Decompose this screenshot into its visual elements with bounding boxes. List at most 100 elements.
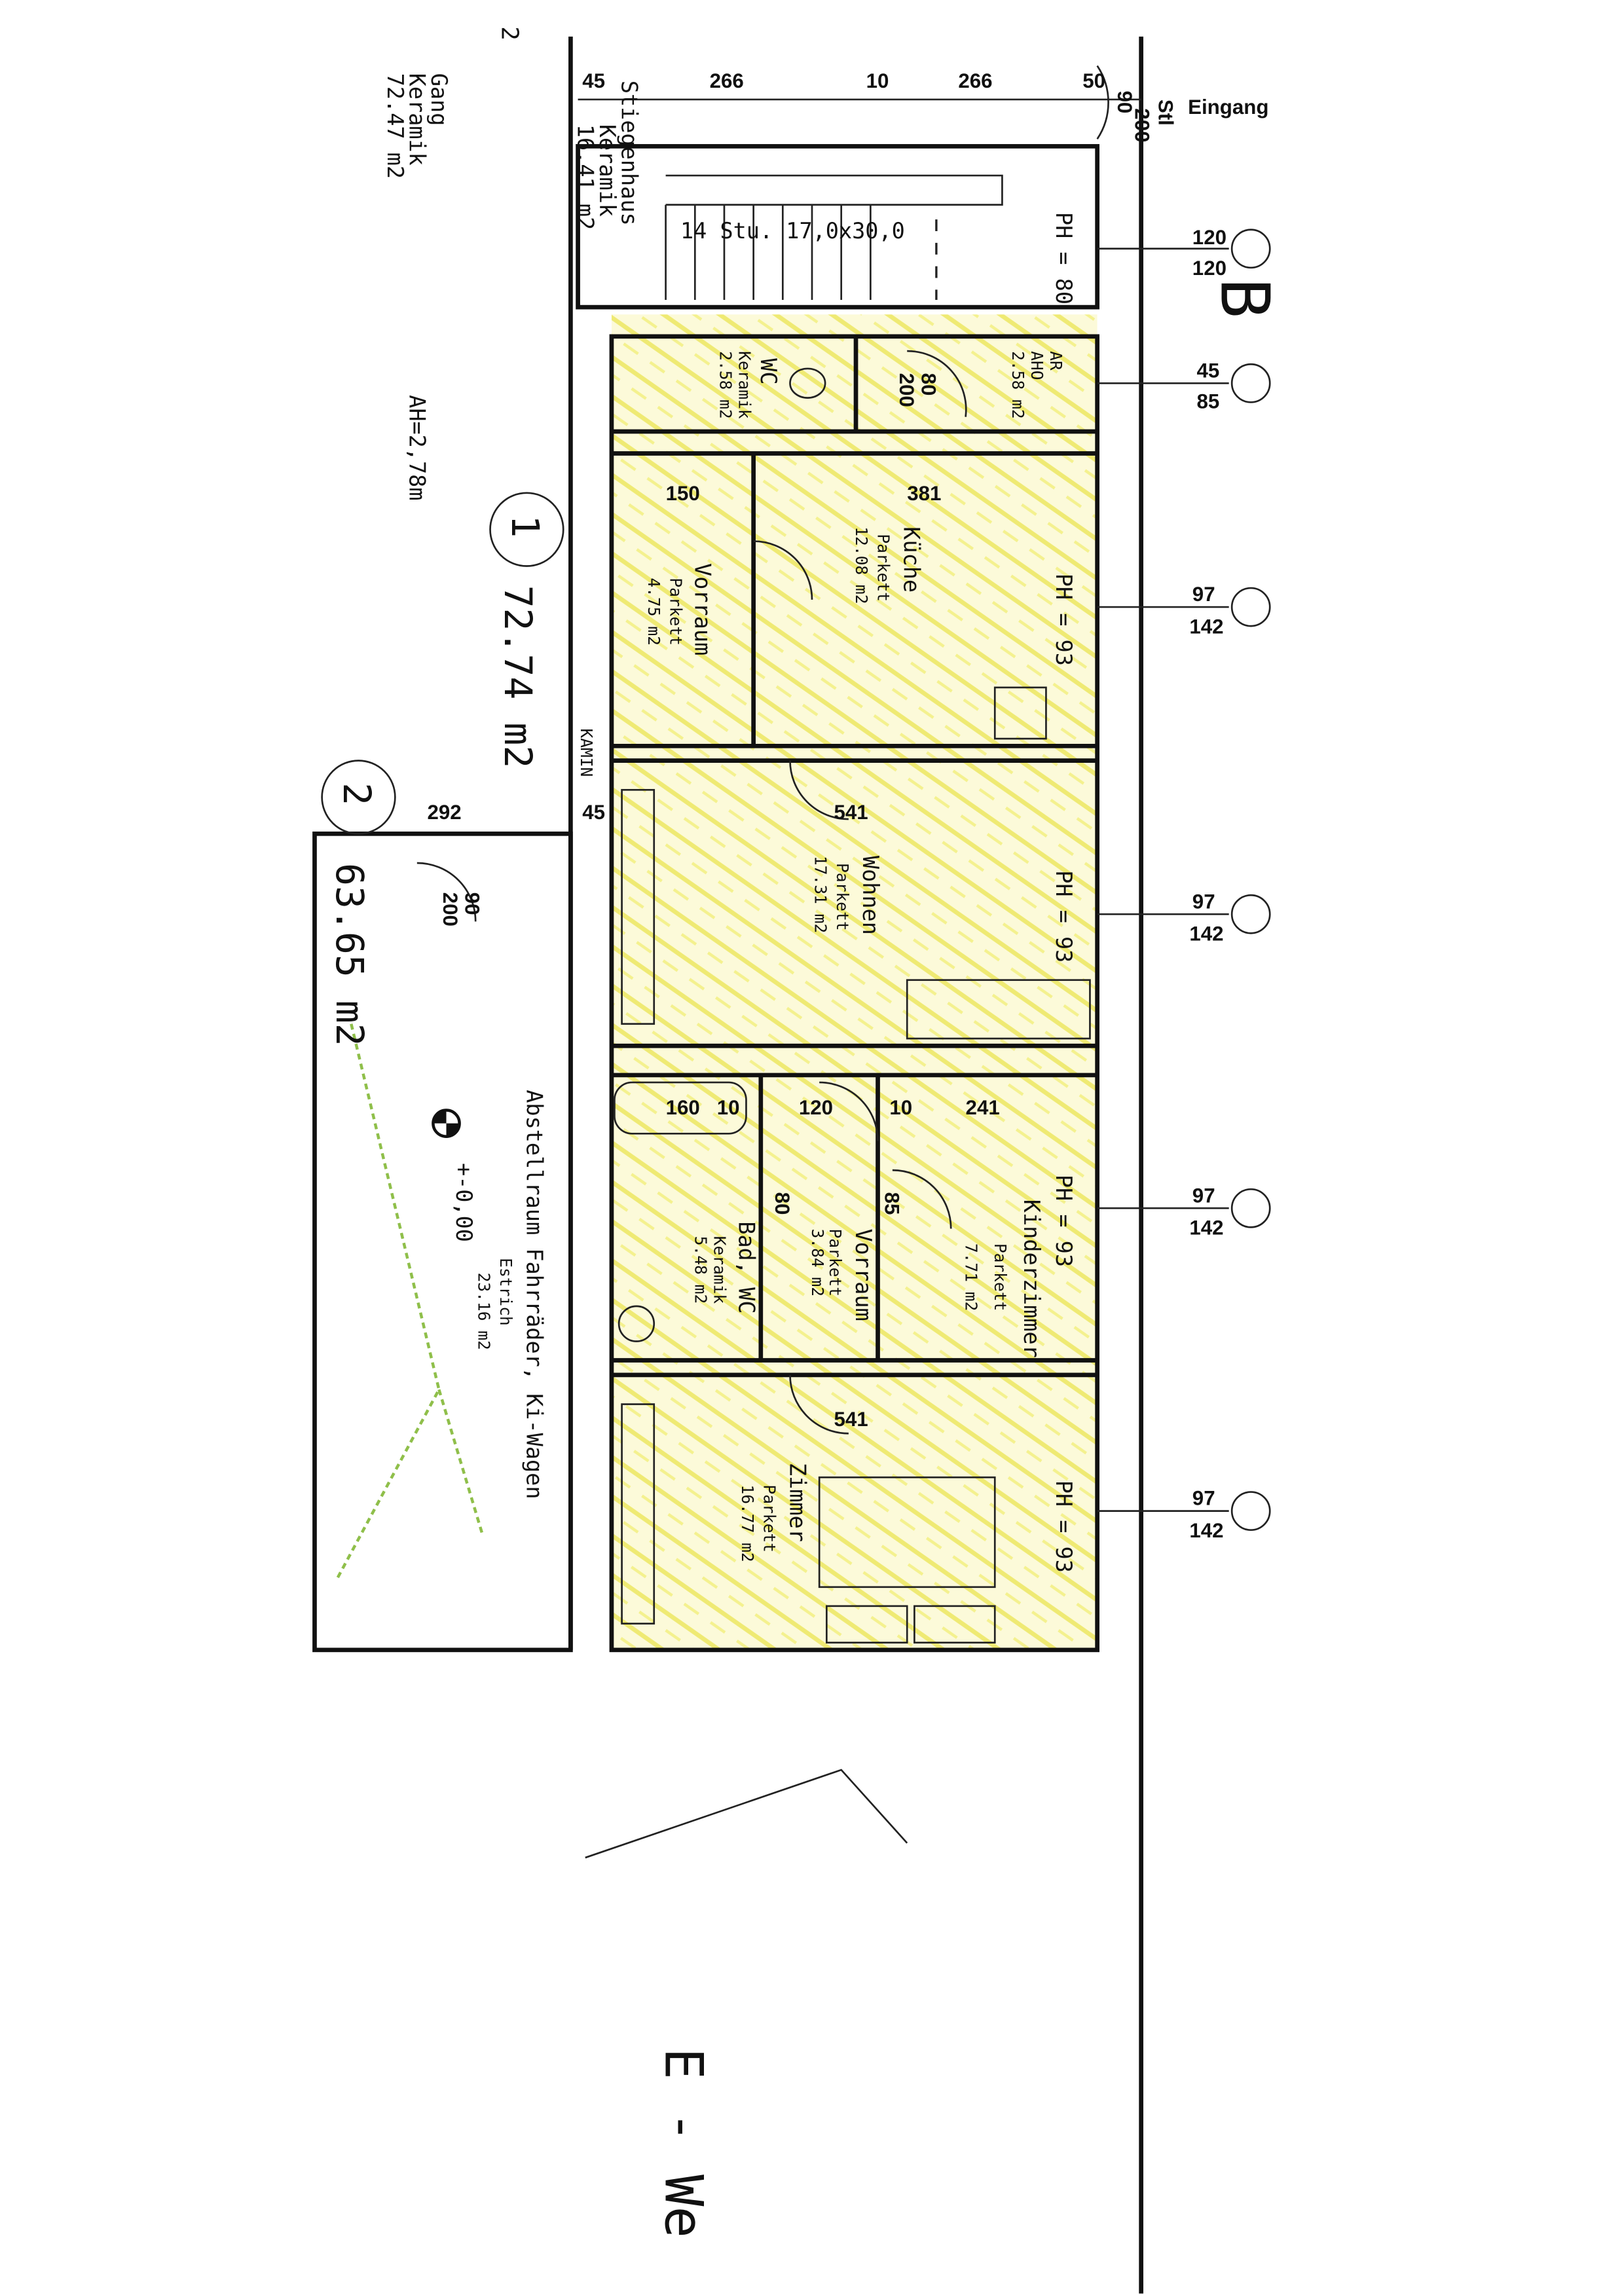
window-1-ph: PH = 80 (1051, 212, 1077, 304)
kamin-label: KAMIN (577, 728, 596, 777)
svg-text:Parkett: Parkett (760, 1484, 779, 1552)
entrance-door-width: 90 (1113, 91, 1136, 114)
door-dim: 90 (461, 892, 484, 915)
svg-text:Parkett: Parkett (826, 1228, 845, 1296)
room-zimmer: Zimmer Parkett 16.77 m2 (738, 1463, 811, 1562)
window-5-ph: PH = 93 (1051, 1175, 1077, 1267)
svg-text:1: 1 (503, 515, 547, 538)
svg-text:2.58 m2: 2.58 m2 (716, 351, 735, 419)
stairs (665, 174, 1003, 300)
window-4-top: 97 (1192, 890, 1215, 913)
svg-text:Gang: Gang (426, 73, 452, 126)
stairs-label: 14 Stu. 17,0x30,0 (680, 218, 905, 244)
door-dim: 200 (895, 373, 918, 407)
window-3-ph: PH = 93 (1051, 574, 1077, 666)
apartment-highlight (611, 314, 1098, 1650)
svg-text:23.16 m2: 23.16 m2 (475, 1272, 494, 1349)
corner-mark: 2 (496, 26, 523, 41)
window-4-bottom: 142 (1189, 922, 1223, 945)
interior-walls (611, 336, 1098, 1378)
svg-text:5.48 m2: 5.48 m2 (691, 1236, 710, 1304)
window-3-top: 97 (1192, 583, 1215, 606)
door-ar[interactable] (907, 350, 967, 417)
bathtub (614, 1081, 747, 1135)
door-dim: 541 (834, 1408, 868, 1431)
entrance-door-height: 200 (1131, 108, 1154, 142)
svg-text:Bad, WC: Bad, WC (733, 1221, 759, 1313)
storage-room (312, 831, 573, 1653)
svg-text:Keramik: Keramik (595, 124, 620, 217)
orientation-label: E - We (654, 2047, 715, 2237)
door-dim: 150 (666, 482, 700, 505)
apartment-2-area: 63.65 m2 (327, 863, 372, 1046)
window-4-ph: PH = 93 (1051, 870, 1077, 963)
room-kinderzimmer: Kinderzimmer Parkett 7.71 m2 (962, 1200, 1044, 1358)
door-dim: 541 (834, 801, 868, 824)
level-label: +-0,00 (451, 1163, 477, 1242)
window-6-bottom: 142 (1189, 1519, 1223, 1542)
svg-text:Zimmer: Zimmer (784, 1463, 810, 1542)
door-dim: 80 (771, 1192, 794, 1215)
door-kinderzimmer[interactable] (892, 1169, 952, 1229)
entrance-label: Eingang (1188, 96, 1268, 119)
door-wohnen[interactable] (789, 760, 849, 820)
svg-text:Vorraum: Vorraum (690, 563, 715, 655)
dim-45: 45 (582, 69, 605, 92)
apartment-1-marker: 1 72.74 m2 (489, 492, 564, 769)
svg-text:Abstellraum Fahrräder, Ki-Wage: Abstellraum Fahrräder, Ki-Wagen (521, 1090, 547, 1499)
svg-text:16.77 m2: 16.77 m2 (738, 1484, 757, 1562)
svg-text:Vorraum: Vorraum (851, 1228, 876, 1321)
stove (993, 686, 1047, 740)
svg-text:16.41 m2: 16.41 m2 (573, 124, 599, 230)
room-dim: 241 (966, 1096, 1000, 1119)
entrance-door-sill: Stl (1154, 100, 1177, 126)
room-ar: AR AHO 2.58 m2 (1008, 351, 1065, 419)
stairwell (576, 144, 1099, 310)
toilet (789, 367, 826, 399)
dim-266b: 266 (958, 69, 992, 92)
svg-text:17.31 m2: 17.31 m2 (811, 856, 830, 933)
dim-292: 292 (427, 801, 461, 824)
room-wc: WC Keramik 2.58 m2 (716, 351, 781, 419)
entrance-door[interactable] (1096, 65, 1109, 139)
svg-text:2: 2 (335, 782, 379, 805)
svg-text:7.71 m2: 7.71 m2 (962, 1243, 981, 1312)
dim-50: 50 (1082, 69, 1105, 92)
dim-45-corridor: 45 (582, 801, 605, 824)
door-bad[interactable] (819, 1081, 879, 1141)
svg-text:Keramik: Keramik (735, 351, 754, 419)
shower-drain (618, 1305, 655, 1342)
window-6-ph: PH = 93 (1051, 1480, 1077, 1573)
dim-266a: 266 (710, 69, 744, 92)
svg-text:Keramik: Keramik (710, 1236, 729, 1304)
svg-text:Estrich: Estrich (496, 1258, 515, 1326)
wardrobe (621, 788, 655, 1025)
svg-text:AR: AR (1046, 351, 1065, 371)
svg-text:Keramik: Keramik (405, 73, 430, 166)
door-kueche[interactable] (753, 540, 813, 600)
window-1-top: 120 (1192, 226, 1227, 249)
bath-dim: 160 (666, 1096, 700, 1119)
door-dim: 80 (917, 373, 940, 396)
door-dim: 381 (907, 482, 941, 505)
room-wohnen: Wohnen Parkett 17.31 m2 (811, 856, 883, 935)
apartment-1-area: 72.74 m2 (496, 585, 540, 769)
bath-dim: 10 (717, 1096, 740, 1119)
door-dim: 85 (881, 1192, 904, 1215)
door-dim: 120 (799, 1096, 833, 1119)
room-gang: Gang Keramik 72.47 m2 (382, 73, 452, 179)
svg-text:Parkett: Parkett (833, 863, 852, 931)
door-storage[interactable] (416, 862, 477, 922)
window-2-top: 45 (1197, 359, 1220, 382)
svg-text:72.47 m2: 72.47 m2 (382, 73, 408, 179)
window-3-bottom: 142 (1189, 615, 1223, 638)
svg-text:Kinderzimmer: Kinderzimmer (1019, 1200, 1044, 1358)
door-zimmer[interactable] (789, 1374, 849, 1435)
room-vorraum-1: Vorraum Parkett 4.75 m2 (644, 563, 715, 655)
window-1-bottom: 120 (1192, 257, 1227, 280)
window-markers (1097, 229, 1271, 1532)
dim-10: 10 (866, 69, 889, 92)
window-6-top: 97 (1192, 1487, 1215, 1510)
room-stiegenhaus: Stiegenhaus Keramik 16.41 m2 (573, 81, 642, 230)
